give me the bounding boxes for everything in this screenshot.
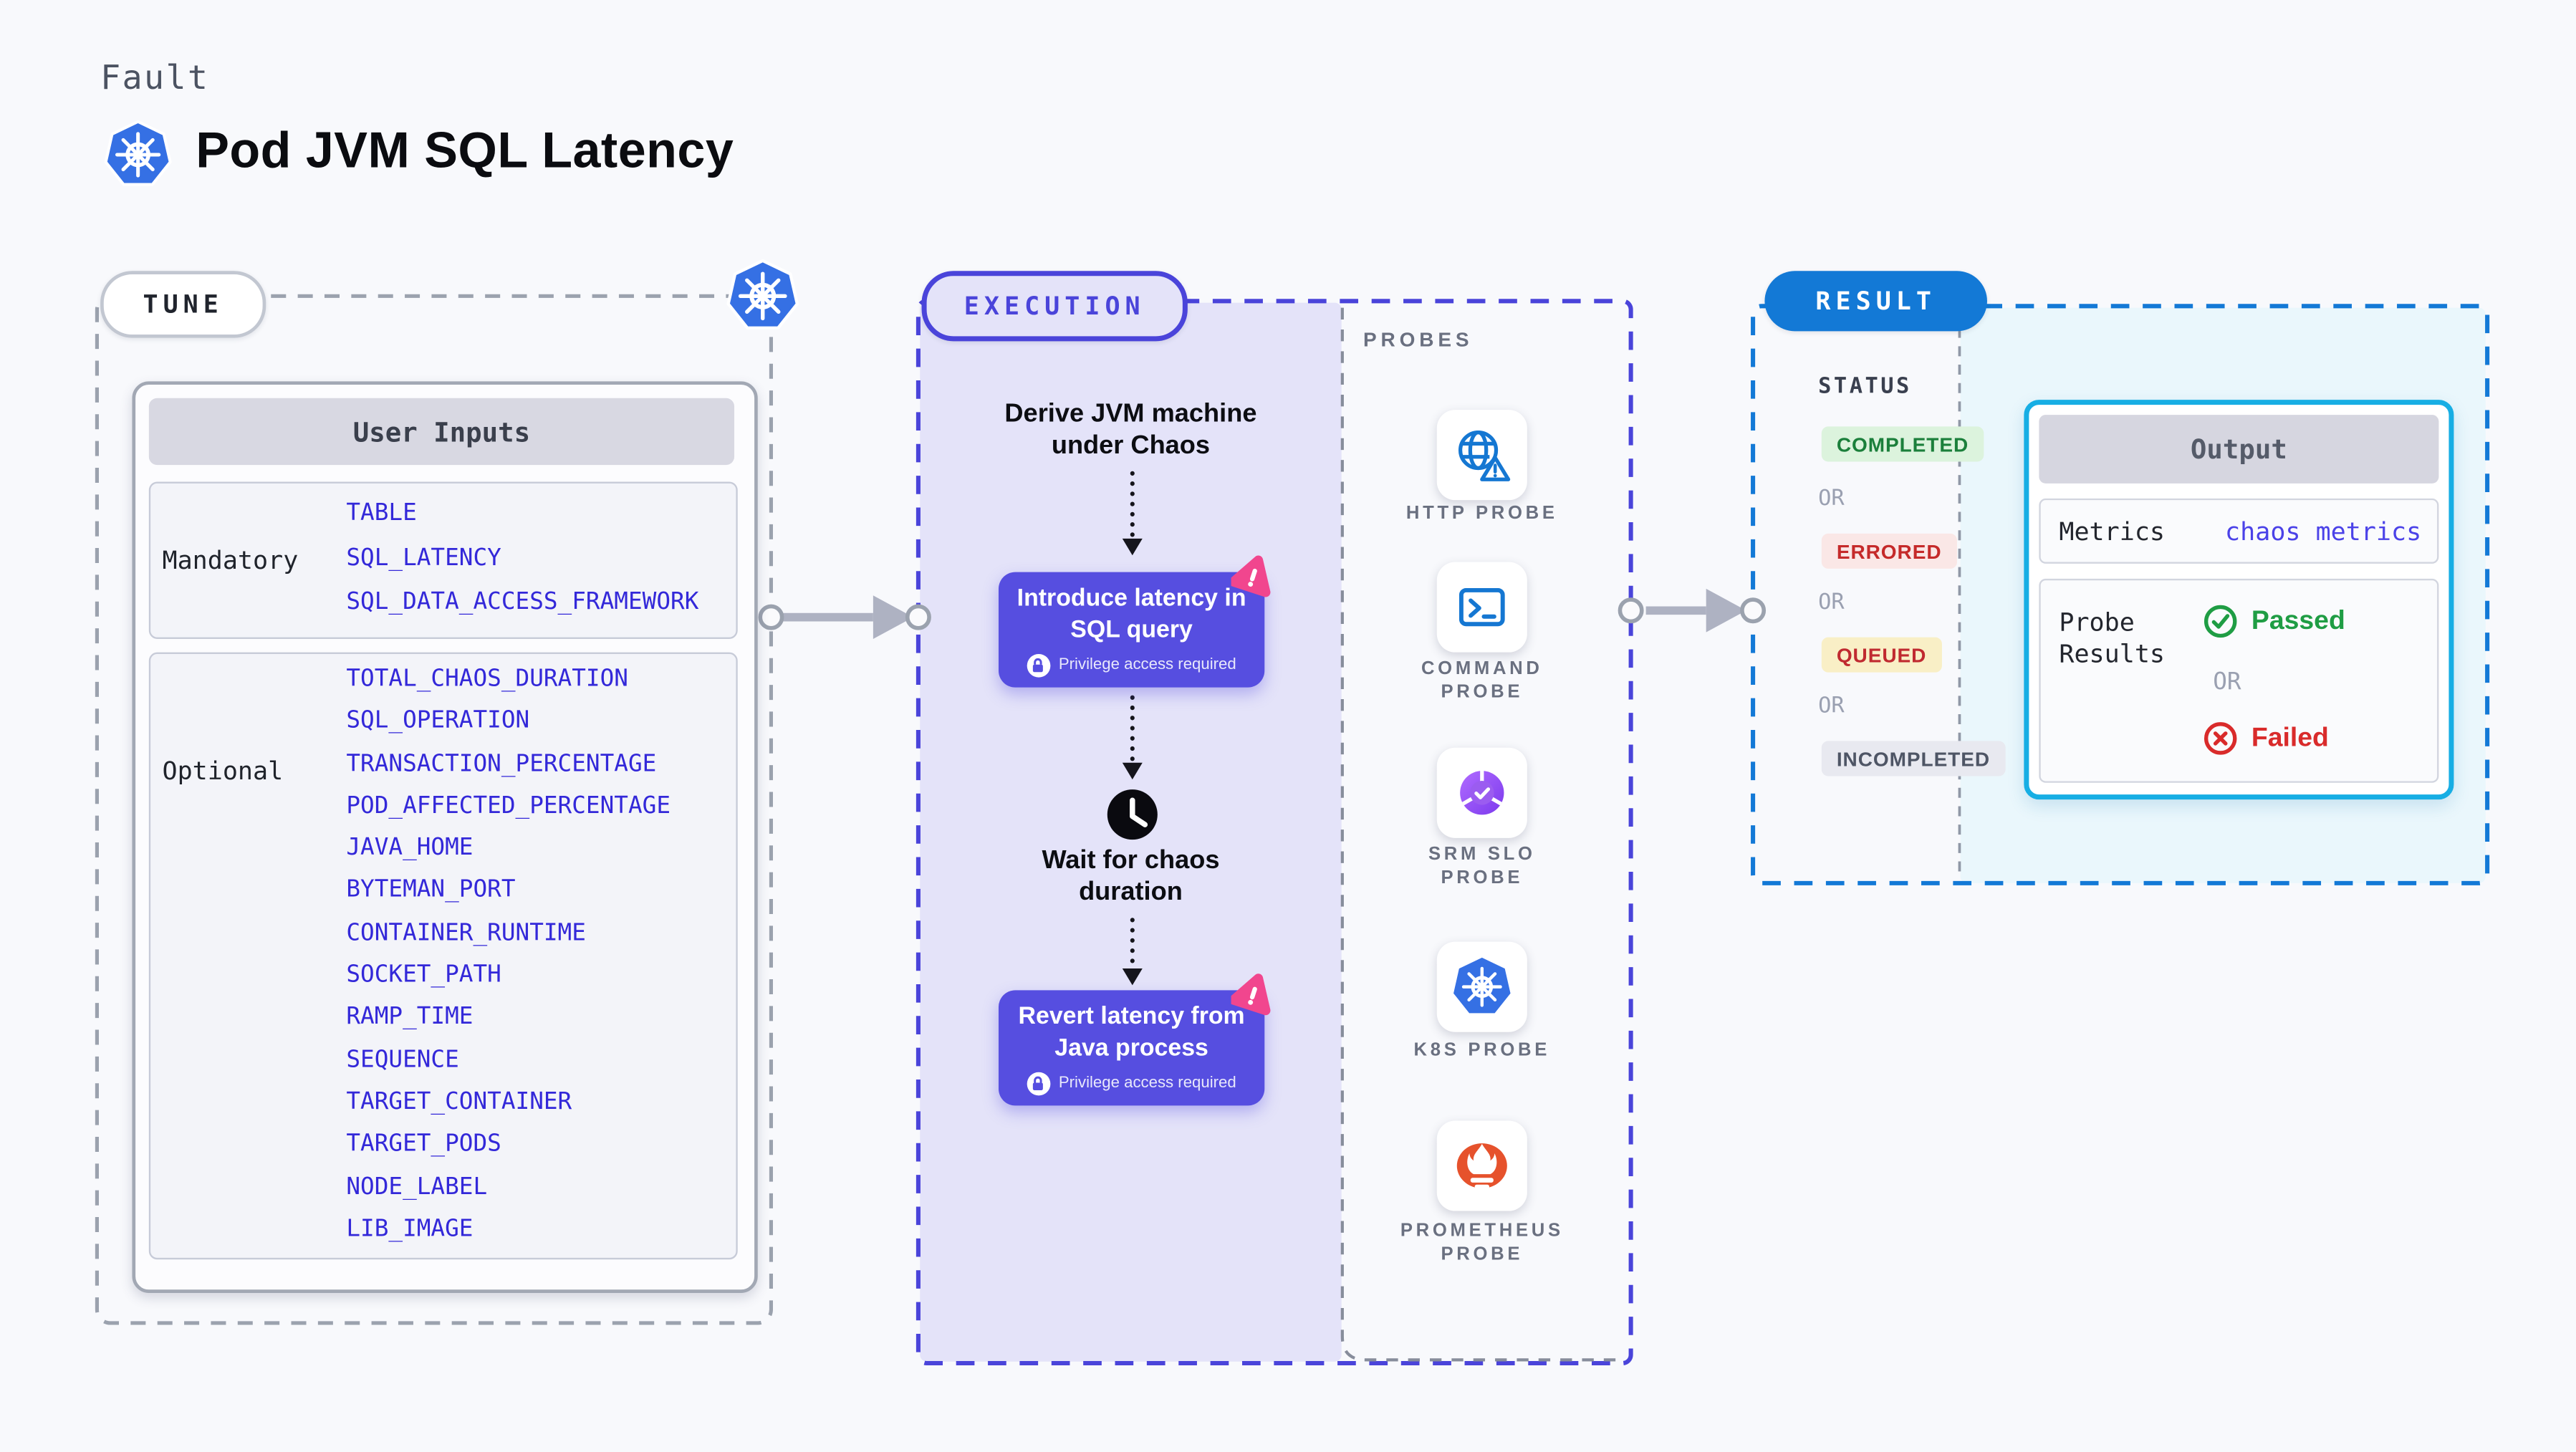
slo-donut-icon (1460, 769, 1504, 815)
failed-result: Failed (2203, 721, 2329, 756)
metrics-row: Metrics chaos metrics (2039, 498, 2439, 564)
fault-kicker: Fault (100, 57, 210, 97)
result-section-label: RESULT (1764, 271, 1987, 332)
flow-step-derive: Derive JVM machine under Chaos (1004, 400, 1257, 461)
param-value: TABLE (346, 500, 417, 527)
optional-params-box (148, 652, 738, 1260)
kubernetes-icon (104, 120, 172, 186)
or-separator: OR (1818, 486, 1845, 512)
or-separator: OR (2213, 669, 2241, 696)
x-circle-icon (2203, 722, 2237, 755)
param-value: JAVA_HOME (346, 835, 474, 862)
terminal-icon (1458, 588, 1505, 627)
globe-warning-icon (1458, 430, 1511, 481)
status-badge-queued: QUEUED (1821, 637, 1942, 673)
metrics-label: Metrics (2059, 516, 2166, 547)
page-title: Pod JVM SQL Latency (196, 123, 734, 179)
param-value: TARGET_PODS (346, 1131, 501, 1158)
probe-label: HTTP PROBE (1405, 503, 1558, 524)
param-value: TOTAL_CHAOS_DURATION (346, 665, 628, 693)
prometheus-probe-card (1436, 1120, 1527, 1211)
param-value: TARGET_CONTAINER (346, 1089, 572, 1116)
param-value: NODE_LABEL (346, 1173, 488, 1201)
http-probe-card (1436, 410, 1527, 501)
param-value: LIB_IMAGE (346, 1216, 474, 1243)
mandatory-label: Mandatory (162, 545, 299, 576)
param-value: SOCKET_PATH (346, 961, 501, 989)
arrow-tune-to-execution (758, 595, 931, 639)
tune-dashed-box (95, 294, 774, 1325)
or-separator: OR (1818, 694, 1845, 720)
optional-label: Optional (162, 756, 284, 787)
passed-result: Passed (2203, 604, 2345, 639)
execution-section-label: EXECUTION (921, 271, 1188, 342)
probe-label: K8S PROBE (1413, 1040, 1551, 1061)
status-badge-incompleted: INCOMPLETED (1821, 741, 2006, 777)
param-value: SQL_LATENCY (346, 544, 501, 572)
param-value: SEQUENCE (346, 1046, 459, 1074)
status-badge-completed: COMPLETED (1821, 426, 1984, 462)
litmus-chaos-icon (1231, 973, 1271, 1016)
param-value: SQL_DATA_ACCESS_FRAMEWORK (346, 588, 699, 616)
param-value: POD_AFFECTED_PERCENTAGE (346, 792, 671, 819)
param-value: SQL_OPERATION (346, 708, 530, 735)
kubernetes-icon (726, 259, 799, 330)
clock-icon (1107, 789, 1158, 840)
status-header: STATUS (1818, 375, 1912, 400)
optional-params-list: TOTAL_CHAOS_DURATION SQL_OPERATION TRANS… (346, 659, 671, 1251)
output-header: Output (2039, 415, 2439, 484)
prometheus-icon (1456, 1143, 1507, 1189)
param-value: RAMP_TIME (346, 1004, 474, 1032)
privilege-note: Privilege access required (1027, 653, 1236, 677)
probes-header: PROBES (1363, 327, 1474, 352)
privilege-note: Privilege access required (1027, 1071, 1236, 1095)
result-dashed-box (1751, 304, 2490, 885)
param-value: CONTAINER_RUNTIME (346, 919, 586, 947)
or-separator: OR (1818, 590, 1845, 616)
litmus-chaos-icon (1231, 555, 1271, 597)
probes-dashed-divider (1340, 307, 1616, 1362)
arrow-execution-to-result (1618, 588, 1767, 633)
mandatory-params-box (148, 481, 738, 639)
flow-step-wait: Wait for chaos duration (1042, 846, 1220, 907)
check-circle-icon (2203, 605, 2237, 638)
execution-dashed-box (915, 299, 1633, 1366)
command-probe-card (1436, 562, 1527, 653)
status-badge-errored: ERRORED (1821, 533, 1957, 569)
param-value: TRANSACTION_PERCENTAGE (346, 750, 657, 777)
kubernetes-icon (1453, 957, 1511, 1014)
mandatory-params-list: TABLE SQL_LATENCY SQL_DATA_ACCESS_FRAMEW… (346, 491, 698, 625)
param-value: BYTEMAN_PORT (346, 877, 516, 905)
lock-icon (1027, 1071, 1051, 1095)
flow-arrowheads (1122, 538, 1143, 986)
srm-slo-probe-card (1436, 747, 1527, 838)
tune-section-label: TUNE (100, 271, 266, 338)
metrics-value: chaos metrics (2225, 516, 2422, 547)
k8s-probe-card (1436, 941, 1527, 1032)
lock-icon (1027, 653, 1051, 677)
user-inputs-header: User Inputs (148, 398, 735, 466)
